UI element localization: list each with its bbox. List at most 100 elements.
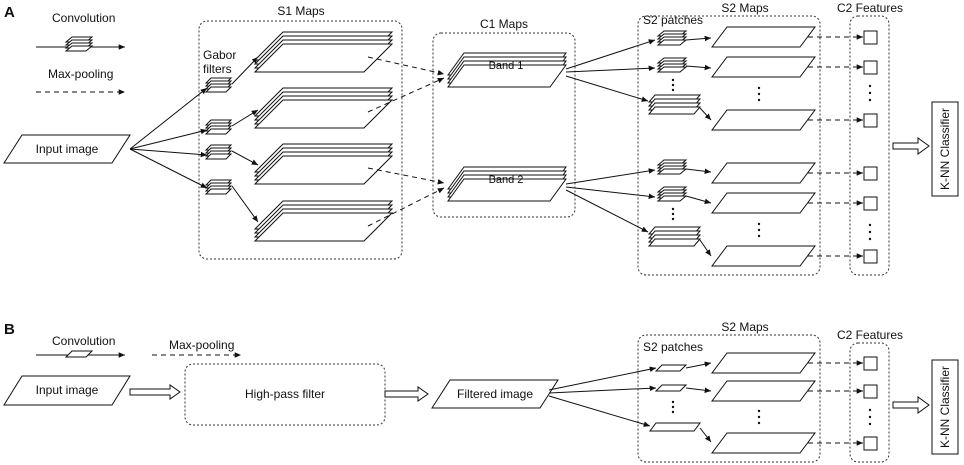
c2-features-title: C2 Features [837,1,903,15]
c1-band1-stack [447,52,567,88]
s2-patch-b-2 [654,384,688,392]
arrow-gabor-to-s1-3 [231,150,259,166]
band2-label: Band 2 [489,174,524,186]
panel-a: A Convolution Max-pooling S1 Maps C1 Map… [3,1,959,276]
c2-units-b [863,356,878,451]
s2-patch-stack-5 [656,186,688,202]
legend-a: Convolution Max-pooling [36,11,125,95]
legend-max-pooling-label: Max-pooling [48,67,113,81]
input-image-b-label: Input image [36,383,99,397]
legend-stack-icon [64,36,94,52]
s2-patch-b-3 [649,422,701,432]
c1-maps-title: C1 Maps [480,17,528,31]
s1-map-stack-1 [253,31,394,73]
s2-patch-ellipsis-b [671,400,675,414]
arrow-patch-to-s2-b-2 [685,387,712,394]
arrow-patch-to-s2-3 [699,107,712,121]
arrow-band2-to-patch-3 [565,189,649,233]
arrow-filtered-to-patch-2 [548,385,657,394]
arrow-patch-to-s2-4 [685,168,712,175]
arrow-band2-to-patch-1 [565,168,656,185]
panel-b: B Convolution Max-pooling Input image Hi… [3,320,959,463]
legend-b-convolution-label: Convolution [52,334,115,348]
gabor-label-line1: Gabor [203,48,236,62]
s2-patch-stack-6 [647,226,702,247]
arrow-patch-to-s2-2 [685,64,712,71]
arrow-gabor-to-s1-2 [231,109,259,127]
arrow-filtered-to-patch-1 [548,366,657,391]
s1-maps-box [198,20,403,260]
filtered-image-label: Filtered image [457,387,533,401]
arrow-s1-to-band1-2 [367,77,445,113]
arrow-s1-to-band2-1 [367,167,445,185]
gabor-filter-stack-2 [204,119,233,135]
panel-b-letter: B [4,321,15,338]
input-image-a [3,134,131,164]
arrow-filtered-to-patch-3 [548,395,651,427]
c2-units-ellipsis-b [868,408,872,426]
gabor-filter-stack-1 [204,77,233,93]
s2-maps-title: S2 Maps [721,1,768,15]
arrow-c2-to-classifier-a [892,137,930,155]
s1-map-stack-3 [253,143,394,185]
arrow-c2-to-classifier-b [892,396,930,414]
s2-maps-box [637,15,821,276]
gabor-label-line2: filters [203,62,232,76]
arrow-patch-to-s2-6 [699,239,712,257]
gabor-filter-stack-3 [204,144,233,160]
s2-maps-title-b: S2 Maps [721,320,768,334]
s2-patch-stack-2 [656,57,688,73]
arrow-band1-to-patch-1 [565,39,656,70]
s2-patch-b-1 [654,364,688,372]
arrow-input-to-gabor-2 [129,128,208,150]
s2-maps-ellipsis [757,86,761,238]
legend-convolution-label: Convolution [52,11,115,25]
knn-classifier-a [931,101,959,197]
s2-maps-ellipsis-b [757,409,761,425]
gabor-filter-stack-4 [204,179,233,195]
arrow-input-to-gabor-1 [129,87,208,150]
s2-maps-a [711,26,816,267]
legend-b-max-pooling-label: Max-pooling [169,338,234,352]
c2-features-box-b [849,342,890,463]
s2-patches-label-b: S2 patches [643,340,703,354]
arrow-gabor-to-s1-4 [231,185,259,223]
s2-maps-b [711,352,816,454]
s2-patches-label: S2 patches [643,13,703,27]
arrow-s1-to-band1-1 [367,56,445,76]
knn-classifier-b [931,359,959,455]
c2-features-title-b: C2 Features [837,328,903,342]
s2-patch-stack-3 [647,94,702,115]
input-image-b [3,375,131,406]
s2-maps-box-b [637,334,821,463]
arrow-band1-to-patch-3 [565,75,649,102]
c2-units-a [863,30,878,264]
high-pass-filter-label: High-pass filter [245,387,325,401]
c1-band2-stack [447,166,567,202]
panel-a-letter: A [4,4,15,21]
band1-label: Band 1 [489,60,524,72]
arrow-input-to-highpass [129,384,181,400]
c2-units-ellipsis [868,84,872,241]
knn-classifier-a-label: K-NN Classifier [938,108,952,190]
arrow-input-to-gabor-3 [129,148,208,158]
arrow-input-to-gabor-4 [129,148,208,189]
arrow-highpass-to-filtered [384,386,429,402]
arrow-patch-to-s2-b-1 [685,361,712,369]
s1-map-stack-2 [253,87,394,129]
legend-b-patch-icon [64,350,94,358]
arrow-gabor-to-s1-1 [231,56,259,85]
s2-patch-stack-4 [656,159,688,175]
c1-maps-box [432,32,576,218]
knn-classifier-b-label: K-NN Classifier [938,366,952,448]
arrow-patch-to-s2-1 [685,35,712,42]
input-image-a-label: Input image [36,142,99,156]
high-pass-filter-box [184,363,386,426]
c2-features-box [849,15,890,276]
arrow-band2-to-patch-2 [565,186,656,200]
filtered-image [431,379,559,409]
arrow-band1-to-patch-2 [565,65,656,73]
s1-maps-title: S1 Maps [277,4,324,18]
s2-patch-ellipsis [671,78,675,221]
